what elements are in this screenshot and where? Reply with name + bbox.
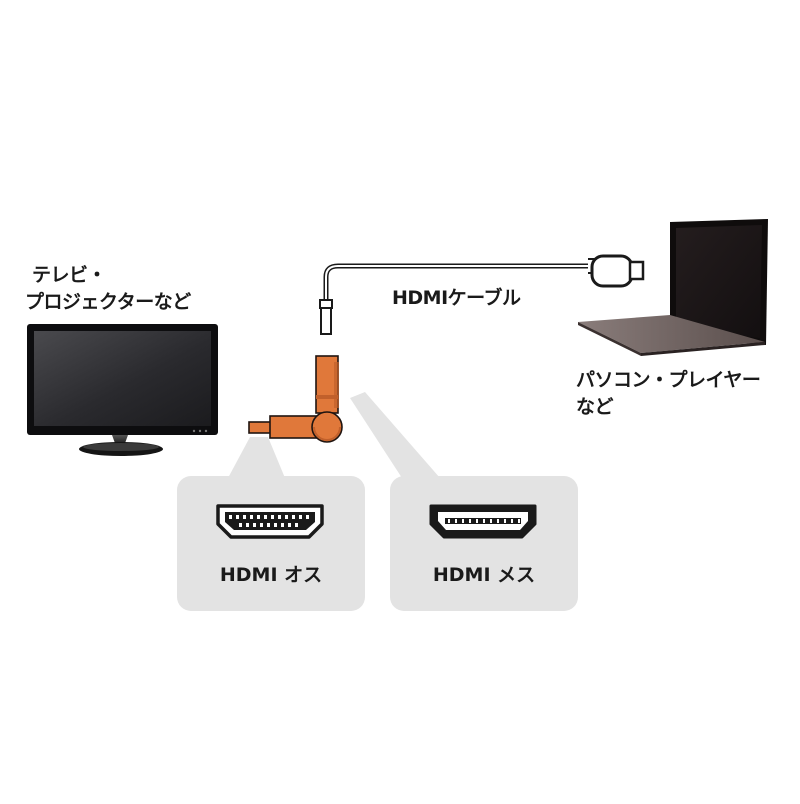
- tv-monitor-icon: [27, 324, 218, 456]
- card-female: [390, 476, 578, 611]
- hdmi-male-icon: [216, 504, 324, 539]
- pc-label-line2: など: [576, 396, 614, 418]
- tv-label-line1: テレビ・: [32, 264, 107, 286]
- callout-wedge-male: [228, 437, 285, 478]
- pc-label-line1: パソコン・プレイヤー: [576, 369, 761, 391]
- card-male: [177, 476, 365, 611]
- hdmi-female-icon: [429, 504, 537, 539]
- hdmi-male-label: HDMI オス: [219, 564, 323, 586]
- hdmi-cable: [319, 254, 645, 335]
- tv-label-line2: プロジェクターなど: [25, 291, 191, 313]
- cable-label: HDMIケーブル: [392, 287, 521, 309]
- laptop-icon: [578, 219, 768, 356]
- hdmi-adapter: [248, 355, 343, 443]
- callout-wedge-female: [350, 392, 440, 478]
- hdmi-female-label: HDMI メス: [432, 564, 536, 586]
